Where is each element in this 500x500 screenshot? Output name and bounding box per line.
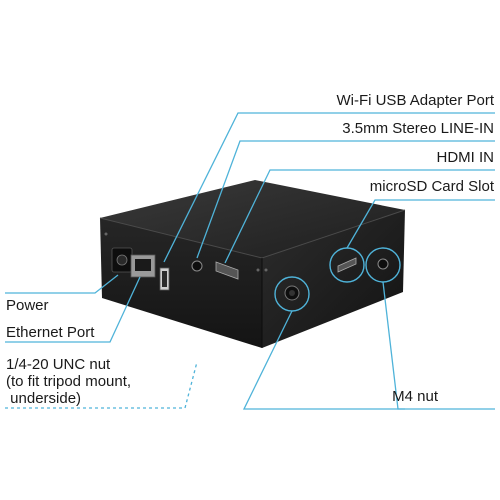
leader-ethernet (5, 276, 141, 343)
leader-lines (5, 112, 495, 410)
leader-microsd (346, 199, 495, 249)
leader-line-in (196, 140, 495, 259)
leader-hdmi (224, 169, 495, 264)
label-power: Power (6, 297, 49, 314)
label-m4-nut: M4 nut (392, 388, 438, 405)
label-tripod-line3: underside) (6, 390, 82, 407)
device-front-face (100, 218, 262, 348)
microsd-slot (337, 257, 357, 273)
side-features (264, 257, 389, 301)
leader-m4-right (382, 281, 495, 410)
leader-tripod-dashed-rise (184, 361, 198, 409)
leader-power (5, 274, 119, 294)
label-tripod-line2: (to fit tripod mount, (6, 373, 132, 390)
label-wifi-usb-adapter-port: Wi-Fi USB Adapter Port (336, 92, 494, 109)
device-side-face (262, 210, 405, 348)
label-microsd-card-slot: microSD Card Slot (369, 178, 494, 195)
front-screw-right (256, 268, 260, 272)
front-screw-left (104, 232, 108, 236)
label-hdmi-in: HDMI IN (436, 149, 495, 166)
side-jack (377, 258, 389, 270)
line-in-jack (191, 260, 203, 272)
leader-m4-left (242, 310, 405, 410)
label-tripod-line1: 1/4-20 UNC nut (6, 356, 111, 373)
leader-wifi (163, 112, 495, 263)
device-body (99, 180, 406, 348)
front-ports (104, 232, 260, 291)
label-line-in: 3.5mm Stereo LINE-IN (342, 120, 494, 137)
hdmi-port (215, 261, 239, 280)
side-screw (264, 268, 268, 272)
device-top-face (100, 180, 405, 258)
label-ethernet-port: Ethernet Port (6, 324, 95, 341)
